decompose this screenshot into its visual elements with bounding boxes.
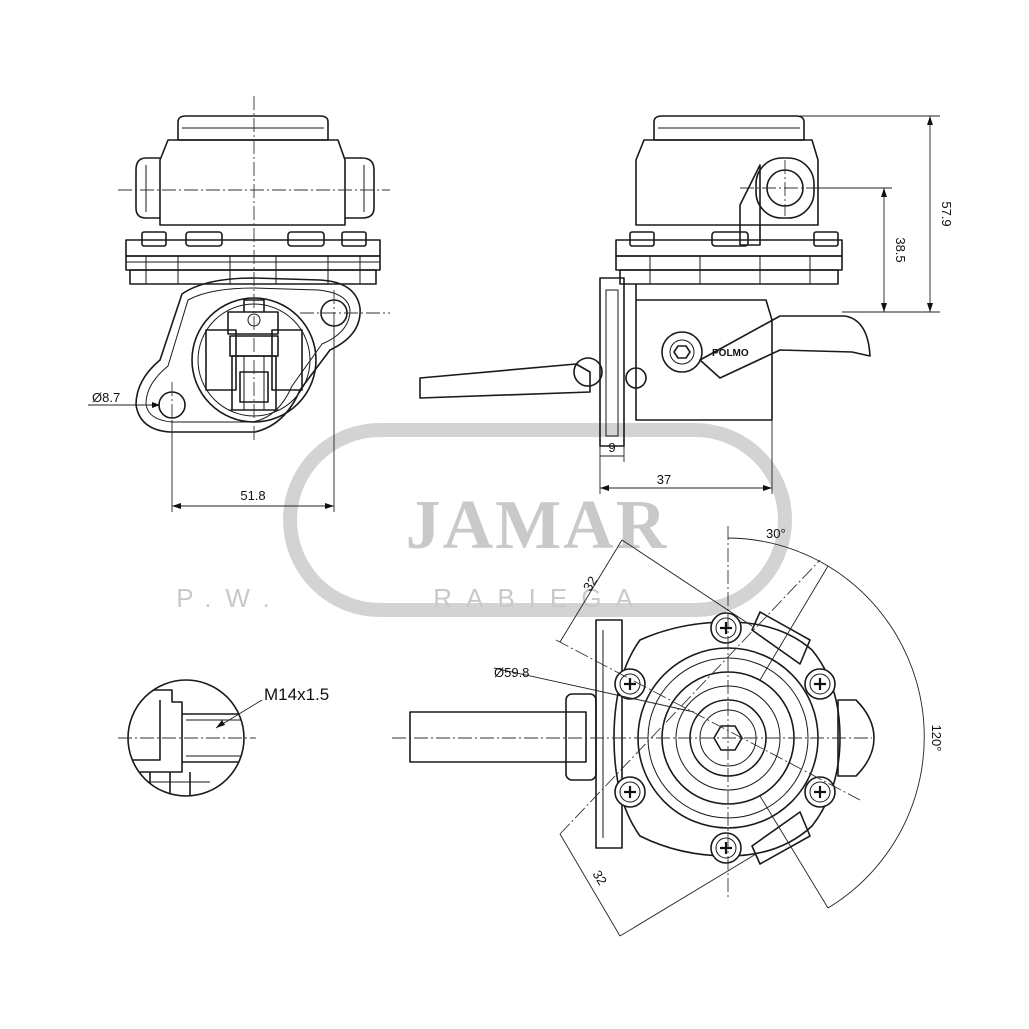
dim-angle-large: 120°: [929, 725, 944, 752]
dim-total-height: 57.9: [939, 201, 954, 226]
screws: [614, 612, 836, 864]
dim-flange-width: 51.8: [240, 488, 265, 503]
dim-body-diameter: Ø59.8: [494, 665, 529, 680]
thread-detail: M14x1.5: [118, 679, 329, 797]
body-mark: POLMO: [712, 348, 749, 359]
bottom-view: [392, 526, 875, 900]
side-view-dimensions: 57.9 38.5 9 37: [599, 115, 954, 494]
dim-hole-diameter: Ø8.7: [92, 390, 120, 405]
side-view: POLMO: [419, 115, 871, 447]
watermark-brand: JAMAR: [406, 487, 669, 564]
dim-flange-thickness: 9: [608, 440, 615, 455]
watermark-left: P.W.: [176, 583, 284, 613]
watermark: JAMAR P.W. RABIEGA: [176, 423, 792, 617]
dim-flange-to-lever: 37: [657, 472, 671, 487]
front-view: [118, 96, 390, 440]
thread-label: M14x1.5: [264, 685, 329, 704]
dim-outlet-height: 38.5: [893, 237, 908, 262]
bottom-view-dimensions: 30° 120° 32 32 Ø59.8: [493, 526, 944, 937]
dim-offset-top: 32: [580, 574, 600, 594]
watermark-right: RABIEGA: [433, 583, 647, 613]
dim-angle-small: 30°: [766, 526, 786, 541]
front-view-dimensions: Ø8.7 51.8: [88, 326, 335, 512]
dim-offset-bottom: 32: [590, 868, 610, 888]
